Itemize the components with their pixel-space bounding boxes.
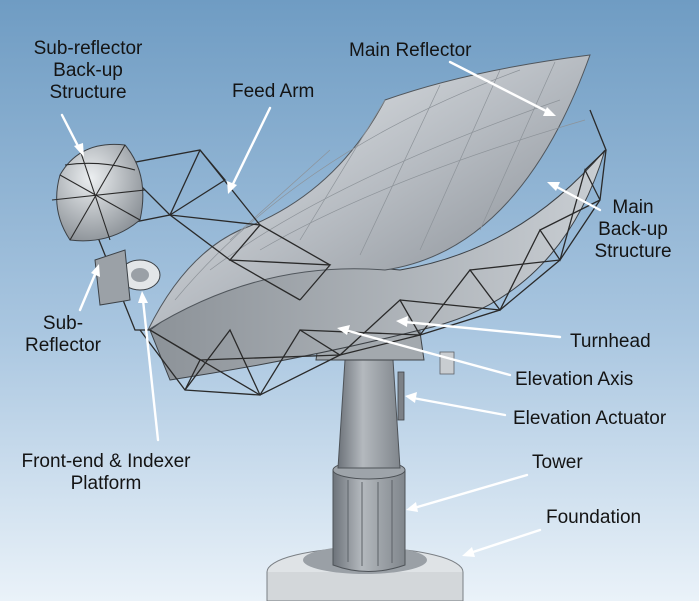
- label-line: Main Reflector: [349, 40, 472, 61]
- label-line: Structure: [594, 241, 672, 262]
- arrow-sub-reflector: [78, 264, 100, 312]
- label-sub-reflector: Sub- Reflector: [8, 313, 118, 357]
- main-backup-truss: [139, 109, 607, 396]
- pointer-arrows: [60, 60, 602, 557]
- front-end-platform-graphic: [94, 249, 161, 306]
- reflector-panel-lines: [174, 61, 586, 301]
- label-line: Tower: [532, 452, 583, 473]
- label-turnhead: Turnhead: [570, 331, 651, 353]
- label-elevation-axis: Elevation Axis: [515, 369, 633, 391]
- label-line: Reflector: [24, 335, 102, 356]
- arrow-main-reflector: [448, 60, 556, 116]
- label-line: Front-end & Indexer: [21, 451, 191, 472]
- label-line: Platform: [70, 473, 142, 494]
- label-line: Elevation Axis: [515, 369, 634, 390]
- label-line: Turnhead: [570, 331, 651, 352]
- label-line: Main: [612, 197, 654, 218]
- label-sub-reflector-backup: Sub-reflector Back-up Structure: [18, 38, 158, 104]
- label-elevation-actuator: Elevation Actuator: [513, 408, 666, 430]
- label-line: Back-up: [53, 60, 123, 81]
- arrow-foundation: [462, 528, 542, 557]
- label-line: Sub-reflector: [33, 38, 143, 59]
- arrow-elevation-actuator: [405, 392, 507, 417]
- label-line: Sub-: [42, 313, 84, 334]
- arrow-feed-arm: [227, 106, 272, 194]
- arrow-sub-reflector-backup: [60, 113, 84, 157]
- arrow-tower: [406, 473, 529, 512]
- label-tower: Tower: [532, 452, 583, 474]
- label-line: Back-up: [598, 219, 668, 240]
- sub-reflector-graphic: [51, 143, 146, 242]
- tower-graphic: [332, 359, 406, 572]
- arrow-front-end: [138, 291, 160, 442]
- label-line: Structure: [49, 82, 127, 103]
- arrow-turnhead: [396, 316, 562, 339]
- label-line: Elevation Actuator: [513, 408, 667, 429]
- label-line: Foundation: [546, 507, 642, 528]
- arrow-elevation-axis: [337, 325, 512, 377]
- label-line: Feed Arm: [232, 81, 315, 102]
- label-feed-arm: Feed Arm: [232, 81, 314, 103]
- arrow-main-backup: [547, 182, 602, 212]
- label-foundation: Foundation: [546, 507, 641, 529]
- label-main-backup: Main Back-up Structure: [578, 197, 688, 263]
- label-front-end: Front-end & Indexer Platform: [2, 451, 210, 495]
- label-main-reflector: Main Reflector: [349, 40, 472, 62]
